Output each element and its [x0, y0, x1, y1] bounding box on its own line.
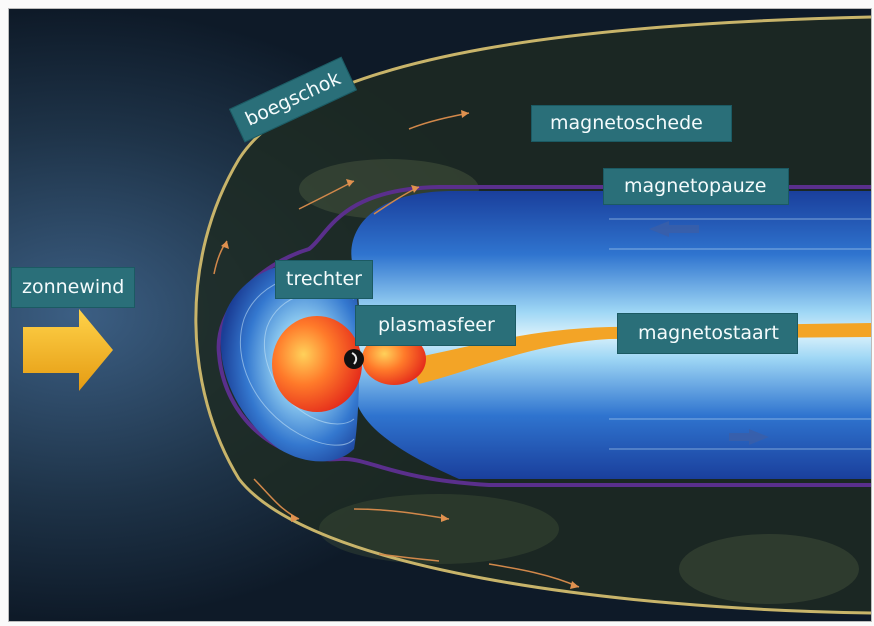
label-magnetopauze: magnetopauze: [603, 168, 789, 205]
label-trechter: trechter: [275, 260, 373, 299]
label-magnetoschede: magnetoschede: [531, 105, 732, 142]
label-magnetostaart: magnetostaart: [617, 313, 798, 354]
label-zonnewind: zonnewind: [11, 267, 135, 308]
earth-icon: [344, 349, 364, 369]
magnetosphere-diagram: boegschok magnetoschede magnetopauze zon…: [8, 8, 872, 622]
label-plasmasfeer: plasmasfeer: [355, 305, 516, 346]
